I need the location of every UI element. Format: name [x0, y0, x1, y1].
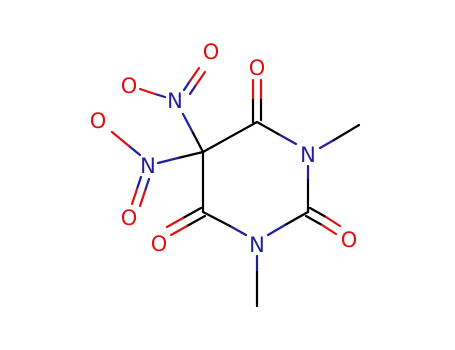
bond-n3-methyl-n [318, 138, 336, 150]
bond-c2-o-b [304, 214, 324, 227]
bond-nitro-lower-o1-o [110, 130, 131, 148]
bond-nitro-upper-o1-a-o [188, 66, 201, 83]
atom-o-carbonyl-top: O [249, 56, 266, 80]
atom-n-ring-bottom: N [249, 233, 265, 257]
atom-o-carbonyl-right: O [341, 228, 358, 252]
bond-c5-nitro-lower [176, 150, 205, 160]
bond-c6-o-b-o [169, 224, 189, 237]
atom-n-nitro-lower: N [140, 154, 156, 178]
bond-c6-o-a-o [165, 216, 185, 229]
bond-c5-nitro-upper-n [181, 112, 194, 133]
bond-n1-c6 [201, 210, 232, 228]
bond-c2-n1 [283, 210, 310, 227]
bond-nitro-lower-o2-b-o [138, 189, 147, 208]
bond-nitro-upper-o1-a [182, 79, 192, 92]
atom-o-carbonyl-left: O [151, 232, 168, 256]
bond-c2-n1-n [266, 223, 287, 237]
bond-n1-c6-n [228, 224, 248, 237]
atom-o-nitro-upper-b: O [121, 74, 138, 98]
bond-nitro-lower-o2-a-o [130, 187, 139, 206]
bond-c2-o-b-o [320, 223, 338, 236]
bond-nitro-upper-o2-n [153, 92, 167, 99]
bond-n3-methyl [332, 123, 361, 142]
bond-nitro-lower-o2-a [135, 175, 143, 191]
atom-o-nitro-lower-a: O [90, 109, 107, 133]
bond-nitro-upper-o1-b [188, 83, 198, 96]
bonds [110, 66, 361, 308]
bond-c2-o-a [308, 206, 328, 219]
bond-c4-n3 [255, 120, 282, 137]
atom-labels: N N O O O N O O N O O [90, 40, 358, 257]
atom-n-ring-top: N [300, 143, 316, 167]
bond-nitro-upper-o1-b-o [194, 70, 207, 87]
bond-c6-o-a [181, 206, 203, 220]
bond-c5-c4 [201, 120, 259, 154]
bond-nitro-upper-o2-o [138, 87, 157, 96]
atom-n-nitro-upper: N [167, 89, 183, 113]
atom-o-nitro-upper-a: O [203, 40, 220, 64]
bond-nitro-lower-o1-n [127, 144, 142, 157]
bond-c6-o-b [185, 214, 207, 228]
atom-o-nitro-lower-b: O [121, 206, 138, 230]
bond-c4-n3-n [278, 133, 298, 146]
bond-c5-nitro-upper [190, 129, 205, 154]
bond-c2-o-a-o [324, 215, 342, 228]
bond-nitro-lower-o2-b [143, 177, 151, 193]
bond-c5-nitro-lower-n [156, 156, 180, 165]
